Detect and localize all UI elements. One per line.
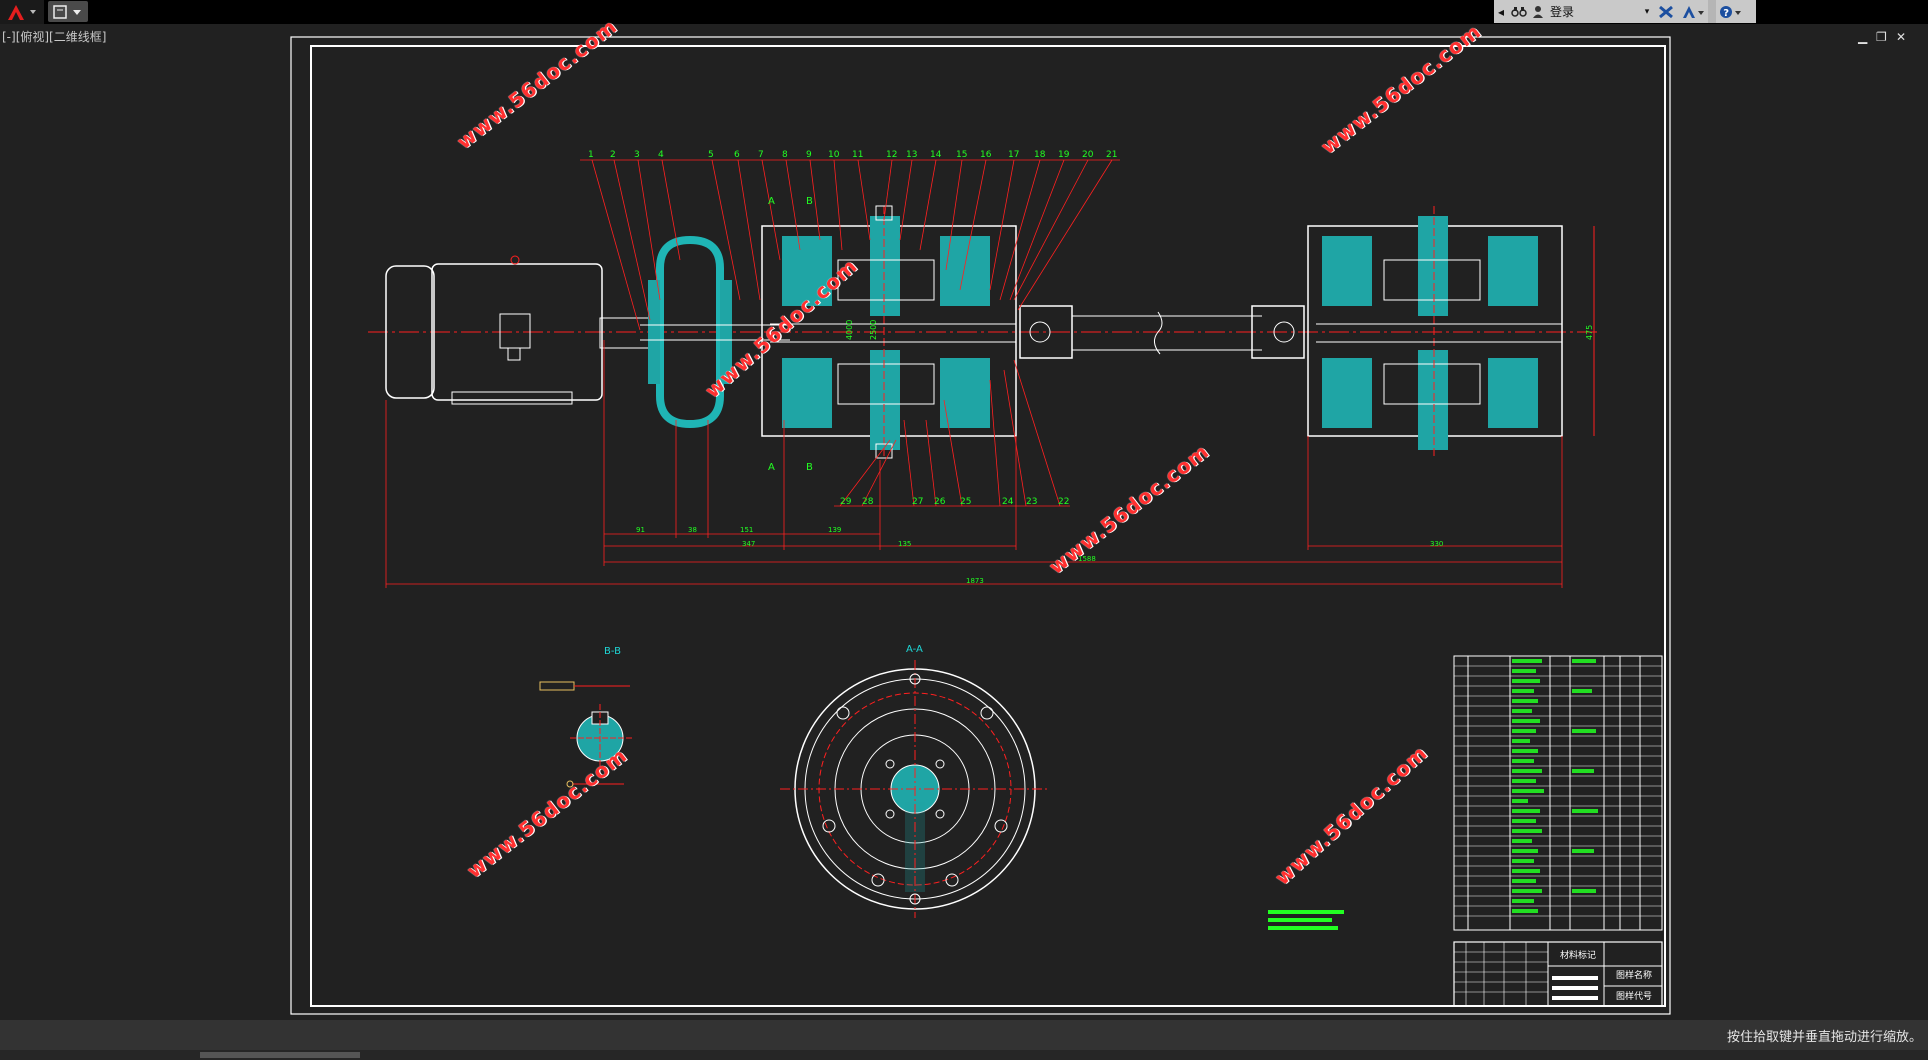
- part-number: 25: [960, 497, 971, 507]
- part-number: 2: [610, 150, 616, 160]
- minimize-drawing-button[interactable]: ▁: [1858, 30, 1868, 44]
- dim-vertical: 475: [1585, 325, 1594, 340]
- svg-text:?: ?: [1723, 8, 1729, 19]
- dimension-values: 91 38 151 139 347 135 330 1588 1873: [636, 526, 1443, 585]
- autocad-logo-icon: [8, 5, 36, 20]
- viewport-controls[interactable]: [-][俯视][二维线框]: [2, 30, 107, 44]
- part-number: 28: [862, 497, 874, 507]
- leader-lines-bottom: [834, 359, 1070, 507]
- part-number: 18: [1034, 150, 1046, 160]
- section-markers: A B A B: [768, 196, 813, 473]
- dim-value: 135: [898, 540, 911, 548]
- part-number: 27: [912, 497, 923, 507]
- autodesk-a360-icon[interactable]: [1678, 0, 1708, 23]
- part-number: 26: [934, 497, 946, 507]
- application-menu-button[interactable]: [0, 0, 44, 24]
- dim-value: 1873: [966, 577, 984, 585]
- section-a-top: A: [768, 196, 775, 207]
- part-numbers-bottom: 29 28 27 26 25 24 23 22: [840, 497, 1069, 507]
- left-gearbox: 4000 2500: [761, 205, 1017, 459]
- section-b-top: B: [806, 196, 813, 207]
- dim-value: 91: [636, 526, 645, 534]
- part-number: 10: [828, 150, 840, 160]
- technical-note: [1268, 910, 1344, 930]
- user-icon: [1530, 0, 1546, 23]
- sign-in-dropdown-icon[interactable]: ▾: [1644, 6, 1650, 17]
- title-material: 材料标记: [1560, 949, 1596, 961]
- restore-drawing-button[interactable]: ❐: [1876, 30, 1887, 44]
- part-number: 21: [1106, 150, 1117, 160]
- parts-list-table: [1453, 655, 1663, 931]
- motor: [385, 255, 651, 405]
- part-number: 7: [758, 150, 764, 160]
- part-number: 5: [708, 150, 714, 160]
- dim-value: 330: [1430, 540, 1443, 548]
- part-number: 12: [886, 150, 897, 160]
- collapse-arrow-icon[interactable]: ◂: [1497, 4, 1505, 19]
- part-number: 29: [840, 497, 852, 507]
- separator: [1708, 0, 1716, 23]
- sign-in-label: 登录: [1550, 5, 1575, 19]
- status-message: 按住拾取键并垂直拖动进行缩放。: [1726, 1030, 1922, 1045]
- dim-value: 38: [688, 526, 697, 534]
- part-number: 15: [956, 150, 967, 160]
- dim-value: 139: [828, 526, 841, 534]
- help-icon[interactable]: ?: [1716, 0, 1746, 23]
- dimension-lines: [385, 340, 1563, 588]
- svg-text:2500: 2500: [869, 320, 878, 340]
- binoculars-icon[interactable]: [1508, 0, 1530, 23]
- title-block: 材料标记 图样名称 图样代号: [1453, 941, 1663, 1007]
- save-dropdown-icon: [53, 4, 81, 19]
- title-drawing-code: 图样代号: [1616, 990, 1652, 1002]
- part-number: 3: [634, 150, 640, 160]
- part-number: 11: [852, 150, 863, 160]
- part-number: 9: [806, 150, 812, 160]
- part-number: 20: [1082, 150, 1094, 160]
- part-number: 1: [588, 150, 594, 160]
- close-drawing-button[interactable]: ✕: [1896, 30, 1907, 44]
- quick-access-toolbar-button[interactable]: [48, 1, 88, 22]
- part-number: 14: [930, 150, 942, 160]
- drive-shaft: [1019, 305, 1305, 359]
- part-number: 19: [1058, 150, 1070, 160]
- sign-in-button[interactable]: 登录: [1546, 0, 1640, 23]
- part-number: 13: [906, 150, 917, 160]
- horizontal-scrollbar[interactable]: [0, 1050, 1928, 1060]
- exchange-icon[interactable]: [1654, 0, 1678, 23]
- right-gearbox: 475: [1307, 206, 1595, 458]
- part-number: 16: [980, 150, 992, 160]
- section-view-aa: A-A: [780, 644, 1050, 918]
- scrollbar-thumb[interactable]: [200, 1052, 360, 1058]
- part-number: 17: [1008, 150, 1019, 160]
- section-a-bottom: A: [768, 462, 775, 473]
- title-drawing-name: 图样名称: [1616, 969, 1652, 981]
- part-number: 4: [658, 150, 664, 160]
- part-number: 24: [1002, 497, 1014, 507]
- inner-border: [310, 45, 1666, 1007]
- dim-value: 151: [740, 526, 753, 534]
- view-aa-label: A-A: [906, 644, 923, 655]
- infocenter-panel: ◂ 登录 ▾ ?: [1494, 0, 1756, 23]
- leader-lines-top: [580, 159, 1120, 331]
- part-number: 22: [1058, 497, 1069, 507]
- dim-value: 347: [742, 540, 755, 548]
- section-b-bottom: B: [806, 462, 813, 473]
- svg-text:4000: 4000: [845, 320, 854, 340]
- part-number: 6: [734, 150, 740, 160]
- part-number: 8: [782, 150, 788, 160]
- section-view-bb: B-B: [539, 646, 632, 788]
- outer-border: [290, 36, 1671, 1015]
- part-number: 23: [1026, 497, 1037, 507]
- view-bb-label: B-B: [604, 646, 621, 657]
- part-numbers-top: 1 2 3 4 5 6 7 8 9 10 11 12 13 14 15 16 1…: [588, 150, 1117, 160]
- drawing-canvas[interactable]: 4000 2500 475: [0, 24, 1928, 1020]
- status-bar: [0, 1020, 1928, 1052]
- dim-value: 1588: [1078, 555, 1096, 563]
